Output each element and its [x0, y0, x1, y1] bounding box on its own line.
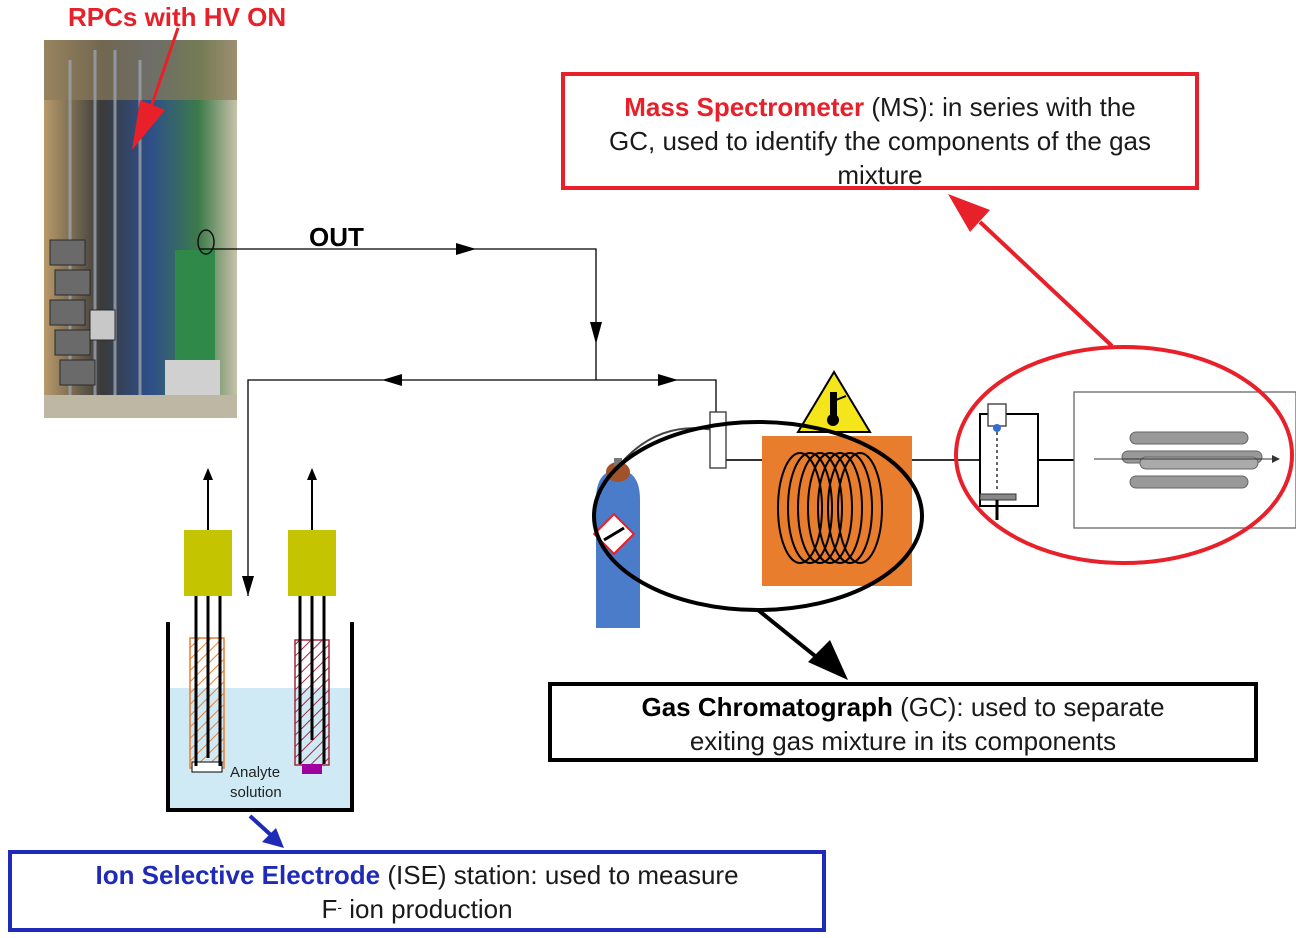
ms-description-box: Mass Spectrometer (MS): in series with t… — [561, 72, 1199, 190]
ise-line2-pre: F — [321, 894, 338, 924]
ise-line2-sup: - — [337, 899, 342, 915]
ms-line2: GC, used to identify the components of t… — [609, 126, 1151, 156]
ms-analyzer — [1073, 391, 1296, 529]
ise-title: Ion Selective Electrode — [95, 860, 381, 890]
analyte-label-line1: Analyte — [230, 764, 281, 781]
gc-line1: Gas Chromatograph (GC): used to separate — [552, 690, 1254, 724]
heat-warning-icon — [796, 370, 872, 433]
rpc-photo — [44, 40, 237, 418]
flow-arrows — [242, 243, 678, 596]
gc-pointer-head — [808, 640, 848, 680]
ise-line2-post: ion production — [342, 894, 513, 924]
ms-title: Mass Spectrometer — [624, 92, 865, 122]
gc-title: Gas Chromatograph — [641, 692, 893, 722]
ms-pointer-head — [948, 194, 990, 232]
analyte-label: Analyte solution — [230, 763, 282, 803]
ms-line1: Mass Spectrometer (MS): in series with t… — [565, 90, 1195, 124]
rpc-pointer-arrow — [132, 27, 180, 150]
gc-line1-rest: (GC): used to separate — [892, 692, 1165, 722]
ms-ion-source — [979, 403, 1074, 520]
gc-oven — [762, 436, 980, 586]
gas-cylinder — [592, 427, 715, 628]
gc-injector — [709, 411, 727, 469]
ms-line1-rest: (MS): in series with the — [864, 92, 1136, 122]
ion-selective-electrode — [288, 468, 336, 774]
ise-pointer-arrow — [248, 814, 284, 848]
rpc-label: RPCs with HV ON — [68, 2, 287, 32]
ise-line2: F- ion production — [12, 892, 822, 926]
ms-line3: mixture — [837, 160, 923, 190]
ise-station — [166, 468, 354, 848]
gc-description-box: Gas Chromatograph (GC): used to separate… — [548, 682, 1258, 762]
out-label: OUT — [309, 222, 364, 252]
ms-highlight-ellipse — [954, 345, 1294, 565]
ms-pointer-line — [978, 220, 1114, 348]
ise-line1: Ion Selective Electrode (ISE) station: u… — [12, 858, 822, 892]
out-coil — [197, 229, 215, 255]
ise-line1-rest: (ISE) station: used to measure — [380, 860, 739, 890]
gc-line2: exiting gas mixture in its components — [689, 726, 1117, 756]
ise-description-box: Ion Selective Electrode (ISE) station: u… — [8, 850, 826, 932]
analyte-label-line2: solution — [230, 784, 282, 801]
reference-electrode — [184, 468, 232, 773]
